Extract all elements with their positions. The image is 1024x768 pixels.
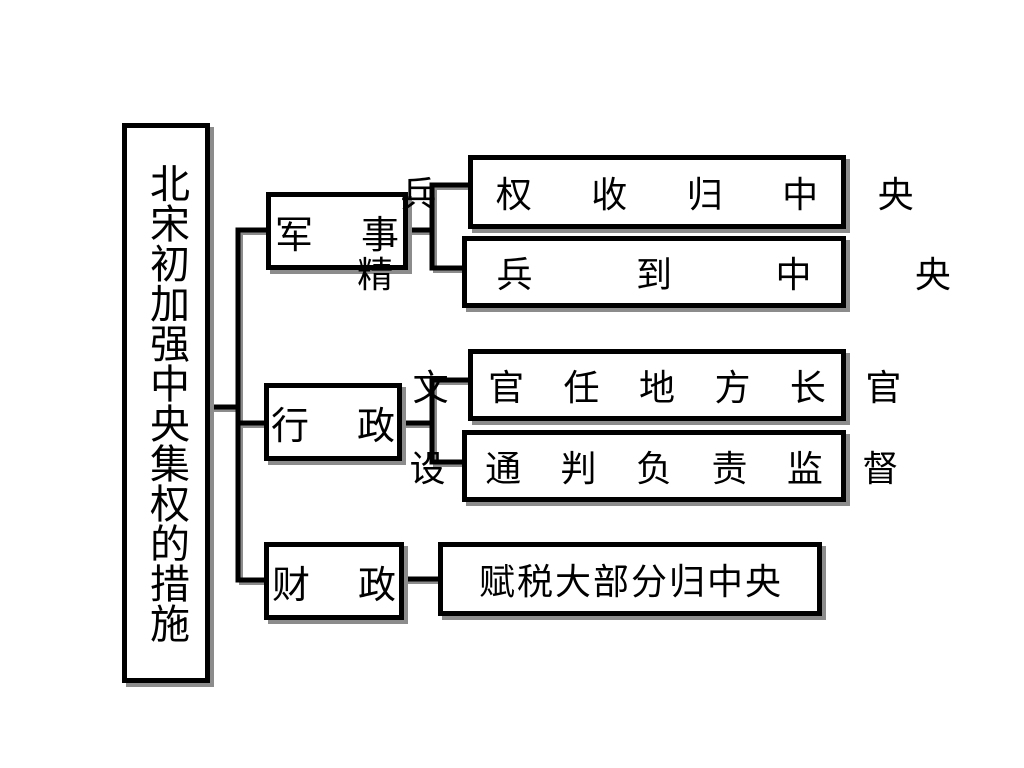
category-finance: 财 政 [264,542,404,620]
leaf-elite-troops: 精 兵 到 中 央 [357,236,951,308]
leaf-taxes-label: 赋税大部分归中央 [478,562,783,603]
leaf-military-command-label: 兵 权 收 归 中 央 [400,175,938,216]
military-connector [405,182,471,271]
leaf-tongpan-label: 设 通 判 负 责 监 督 [409,449,913,490]
category-military-label: 军 事 [274,212,418,257]
leaf-tongpan: 设 通 判 负 责 监 督 [410,430,898,502]
root-node: 北宋初加强中央集权的措施 [122,123,210,683]
root-connector [207,227,269,583]
category-administration: 行 政 [264,383,402,461]
leaf-civil-officials-label: 文 官 任 地 方 长 官 [412,368,916,409]
category-military: 军 事 [266,192,408,270]
leaf-military-command: 兵 权 收 归 中 央 [400,155,914,229]
root-label: 北宋初加强中央集权的措施 [143,163,189,643]
category-finance-label: 财 政 [271,562,415,607]
leaf-civil-officials: 文 官 任 地 方 长 官 [413,349,901,421]
category-administration-label: 行 政 [270,403,414,448]
admin-connector [399,377,471,465]
leaf-elite-troops-label: 精 兵 到 中 央 [357,255,997,296]
leaf-taxes: 赋税大部分归中央 [438,542,822,616]
